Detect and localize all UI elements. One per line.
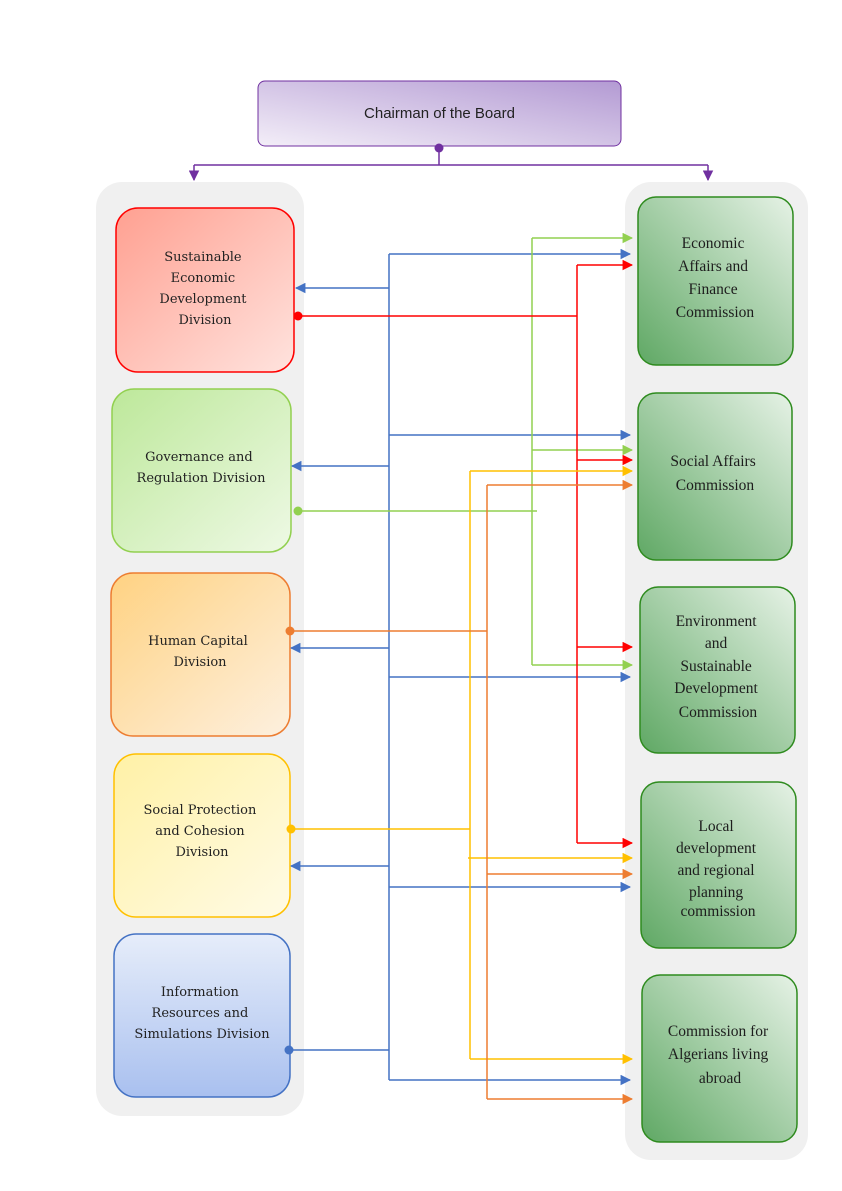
blue-connectors — [289, 248, 632, 1086]
chairman-box: Chairman of the Board — [257, 80, 622, 147]
commission-economic-label: Economic Affairs and Finance Commission — [676, 235, 755, 321]
division-economic-box: Sustainable Economic Development Divisio… — [115, 207, 295, 373]
green-connectors — [298, 232, 634, 671]
division-economic-label: Sustainable Economic Development Divisio… — [159, 250, 250, 328]
blue-source-dot — [284, 1045, 294, 1055]
division-human-label: Human Capital Division — [148, 634, 252, 670]
commission-economic-box: Economic Affairs and Finance Commission — [637, 196, 794, 366]
division-governance-box: Governance and Regulation Division — [111, 388, 292, 553]
yellow-source-dot — [286, 824, 296, 834]
commission-social-label: Social Affairs Commission — [670, 453, 759, 494]
orange-source-dot — [285, 626, 295, 636]
chairman-dot — [434, 143, 444, 153]
commission-environment-label: Environment and Sustainable Development … — [674, 613, 761, 721]
yellow-connectors — [291, 465, 634, 1065]
division-governance-label: Governance and Regulation Division — [137, 450, 267, 486]
commission-environment-box: Environment and Sustainable Development … — [639, 586, 796, 754]
green-source-dot — [293, 506, 303, 516]
commission-local-box: Local development and regional planning … — [640, 781, 797, 949]
division-human-box: Human Capital Division — [110, 572, 291, 737]
commission-social-box: Social Affairs Commission — [637, 392, 793, 561]
red-source-dot — [293, 311, 303, 321]
commission-local-label: Local development and regional planning … — [676, 818, 760, 920]
commission-abroad-box: Commission for Algerians living abroad — [641, 974, 798, 1143]
chairman-connectors — [188, 148, 714, 182]
division-social-box: Social Protection and Cohesion Division — [113, 753, 291, 918]
division-info-box: Information Resources and Simulations Di… — [113, 933, 291, 1098]
commission-abroad-label: Commission for Algerians living abroad — [668, 1023, 772, 1087]
orange-connectors — [290, 479, 634, 1105]
red-connectors — [298, 259, 634, 849]
chairman-label: Chairman of the Board — [364, 105, 515, 122]
division-social-label: Social Protection and Cohesion Division — [144, 803, 261, 860]
division-info-label: Information Resources and Simulations Di… — [134, 985, 270, 1042]
